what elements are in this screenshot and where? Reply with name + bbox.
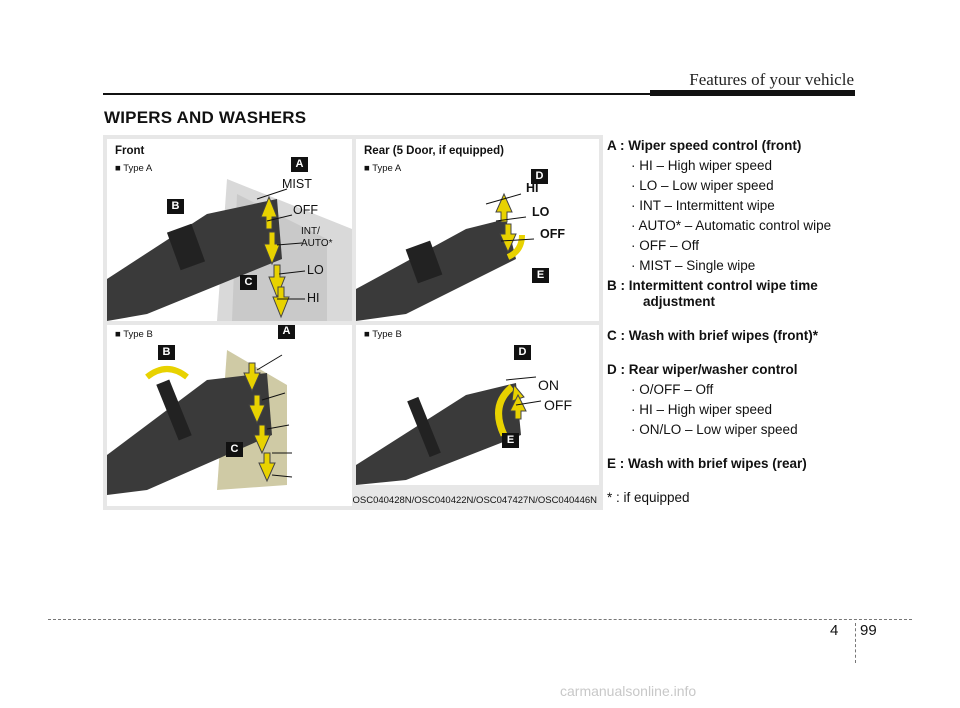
callout-d: D [531,169,548,184]
desc-e: E : Wash with brief wipes (rear) [607,454,867,474]
position-hi: HI [307,291,320,305]
footer-rule [48,619,912,620]
position-int: INT/ [301,226,320,238]
position-off: OFF [293,203,318,217]
figure-code: OSC040428N/OSC040422N/OSC047427N/OSC0404… [352,495,597,506]
desc-a-item: · AUTO* – Automatic control wipe [607,216,867,236]
position-lo: LO [532,205,549,219]
callout-b: B [167,199,184,214]
description-list: A : Wiper speed control (front) · HI – H… [607,136,867,508]
callout-a: A [278,325,295,339]
footnote: * : if equipped [607,488,867,508]
position-lo: LO [307,263,324,277]
desc-a-item: · LO – Low wiper speed [607,176,867,196]
callout-c: C [240,275,257,290]
page-title: WIPERS AND WASHERS [104,108,306,128]
desc-d: D : Rear wiper/washer control [607,360,867,380]
position-off: OFF [540,227,565,241]
header-accent-bar [650,90,855,96]
desc-a-item: · INT – Intermittent wipe [607,196,867,216]
position-mist: MIST [282,177,312,191]
rear-type-a-panel: Rear (5 Door, if equipped) ■ Type A HI L… [356,139,599,321]
callout-e: E [502,433,519,448]
wiper-figure: Front ■ Type A MIST OFF INT/ AUTO* LO HI… [103,135,603,510]
desc-a-item: · OFF – Off [607,236,867,256]
callout-d: D [514,345,531,360]
desc-c: C : Wash with brief wipes (front)* [607,326,867,346]
wiper-stalk-illustration [107,325,352,506]
position-on: ON [538,377,559,393]
front-type-a-panel: Front ■ Type A MIST OFF INT/ AUTO* LO HI… [107,139,352,321]
desc-a-item: · MIST – Single wipe [607,256,867,276]
callout-b: B [158,345,175,360]
chapter-number: 4 [830,622,838,639]
callout-e: E [532,268,549,283]
watermark: carmanualsonline.info [560,683,696,699]
front-type-b-panel: ■ Type B A B C [107,325,352,506]
desc-d-item: · O/OFF – Off [607,380,867,400]
section-header: Features of your vehicle [689,70,854,90]
position-auto: AUTO* [301,238,333,250]
position-off: OFF [544,397,572,413]
desc-d-item: · HI – High wiper speed [607,400,867,420]
callout-a: A [291,157,308,172]
page-divider [855,623,856,663]
callout-c: C [226,442,243,457]
page-number: 99 [860,622,877,639]
desc-a-item: · HI – High wiper speed [607,156,867,176]
desc-d-item: · ON/LO – Low wiper speed [607,420,867,440]
rear-type-b-panel: ■ Type B ON OFF D E [356,325,599,485]
desc-a: A : Wiper speed control (front) [607,136,867,156]
